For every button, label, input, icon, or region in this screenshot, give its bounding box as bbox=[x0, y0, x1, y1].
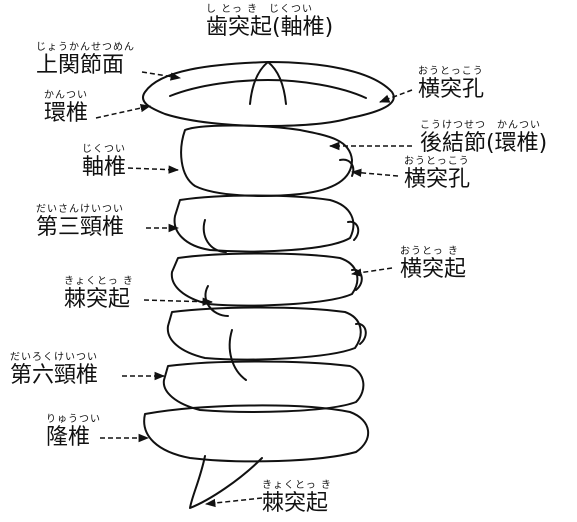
label-vertebra-prominens: りゅうつい 隆椎 bbox=[46, 414, 101, 451]
label-dens-ruby: し とっ き じくつい bbox=[206, 4, 314, 15]
c4-vertebra bbox=[170, 252, 359, 307]
label-transverse-process-text: 横突起 bbox=[400, 257, 467, 282]
label-spinous-process-c7: きょくとっ き 棘突起 bbox=[262, 480, 332, 517]
label-posterior-tubercle-ruby: こうけつせつ かんつい bbox=[420, 120, 541, 131]
c5-vertebra bbox=[166, 306, 362, 361]
label-superior-facet-text: 上関節面 bbox=[36, 53, 125, 78]
label-atlas-ruby: かんつい bbox=[44, 90, 88, 101]
c7-spinous-process bbox=[189, 455, 263, 509]
label-transverse-foramen-atlas-ruby: おうとっこう bbox=[418, 66, 484, 77]
label-transverse-process: おうとっ き 横突起 bbox=[400, 246, 466, 283]
label-atlas: かんつい 環椎 bbox=[44, 90, 88, 127]
label-dens: し とっ き じくつい 歯突起(軸椎) bbox=[206, 4, 333, 41]
label-axis-ruby: じくつい bbox=[82, 144, 126, 155]
label-posterior-tubercle: こうけつせつ かんつい 後結節(環椎) bbox=[420, 120, 547, 157]
label-spinous-process-ruby: きょくとっ き bbox=[64, 276, 134, 287]
label-transverse-foramen-atlas: おうとっこう 横突孔 bbox=[418, 66, 484, 103]
label-transverse-process-ruby: おうとっ き bbox=[400, 246, 459, 257]
label-transverse-foramen-axis: おうとっこう 横突孔 bbox=[404, 156, 470, 193]
pointer-arrows bbox=[95, 71, 413, 508]
label-transverse-foramen-axis-text: 横突孔 bbox=[404, 167, 471, 192]
c6-vertebra bbox=[162, 360, 365, 413]
label-c6-text: 第六頸椎 bbox=[10, 363, 99, 388]
label-dens-text: 歯突起(軸椎) bbox=[206, 15, 334, 40]
label-third-cervical-vertebra: だいさんけいつい 第三頸椎 bbox=[36, 204, 124, 241]
label-transverse-foramen-atlas-text: 横突孔 bbox=[418, 77, 485, 102]
label-spinous-process-text: 棘突起 bbox=[64, 287, 131, 312]
label-spinous-process-c7-text: 棘突起 bbox=[262, 491, 329, 516]
label-sixth-cervical-vertebra: だいろくけいつい 第六頸椎 bbox=[10, 352, 98, 389]
axis-vertebra bbox=[180, 124, 353, 197]
label-c3-ruby: だいさんけいつい bbox=[36, 204, 124, 215]
label-superior-articular-facet: じょうかんせつめん 上関節面 bbox=[36, 42, 135, 79]
label-spinous-process: きょくとっ き 棘突起 bbox=[64, 276, 134, 313]
label-superior-facet-ruby: じょうかんせつめん bbox=[36, 42, 135, 53]
label-axis: じくつい 軸椎 bbox=[82, 144, 126, 181]
label-axis-text: 軸椎 bbox=[82, 155, 127, 180]
spine-outline bbox=[142, 61, 395, 509]
label-spinous-process-c7-ruby: きょくとっ き bbox=[262, 480, 332, 491]
atlas-vertebra bbox=[142, 61, 395, 127]
dens bbox=[249, 61, 287, 105]
c7-vertebra bbox=[143, 404, 370, 463]
label-c3-text: 第三頸椎 bbox=[36, 215, 125, 240]
label-c7-text: 隆椎 bbox=[46, 425, 91, 450]
label-atlas-text: 環椎 bbox=[44, 101, 89, 126]
label-c6-ruby: だいろくけいつい bbox=[10, 352, 98, 363]
label-transverse-foramen-axis-ruby: おうとっこう bbox=[404, 156, 470, 167]
c3-vertebra bbox=[173, 194, 355, 253]
label-posterior-tubercle-text: 後結節(環椎) bbox=[420, 131, 548, 156]
label-c7-ruby: りゅうつい bbox=[46, 414, 101, 425]
